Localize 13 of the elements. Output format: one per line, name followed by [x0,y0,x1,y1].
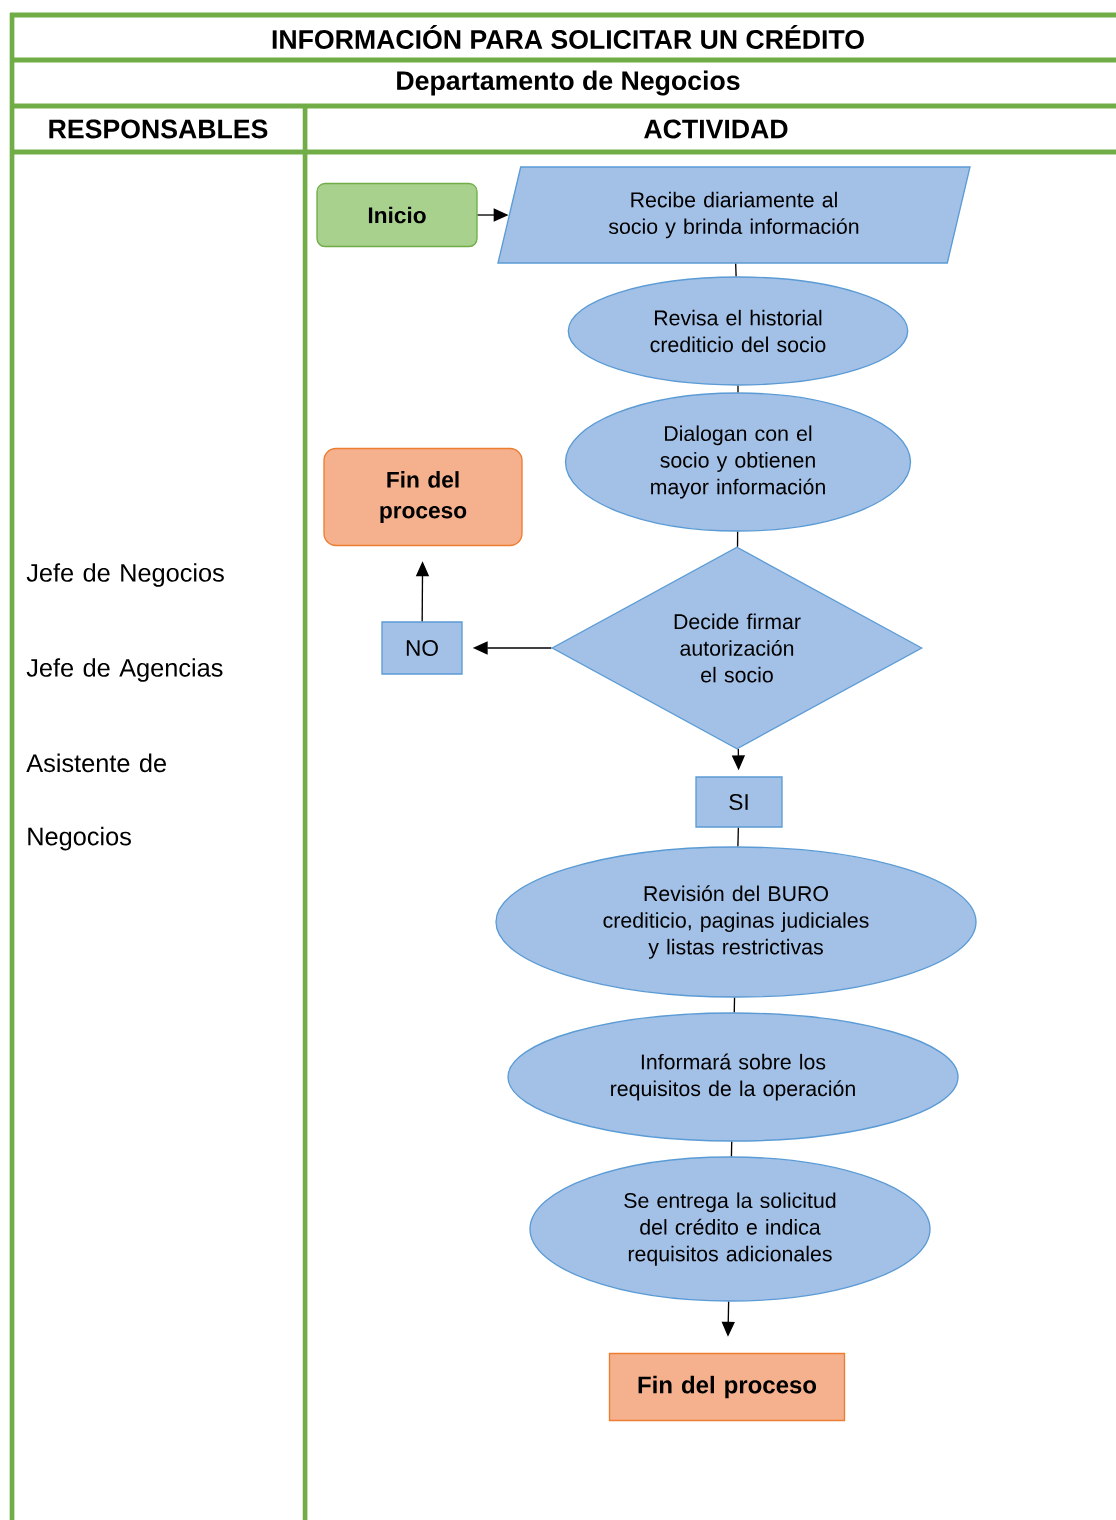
role-label: Jefe de Negocios [26,563,224,587]
end-box: Fin del proceso [323,447,523,547]
end-box: Fin del proceso [608,1352,846,1422]
answer-box: SI [695,776,783,828]
column-header: ACTIVIDAD [644,119,788,139]
table-title: INFORMACIÓN PARA SOLICITAR UN CRÉDITO [272,25,864,49]
role-label: Jefe de Agencias [26,658,223,682]
start-box: Inicio [316,182,478,248]
header-text: Departamento de Negocios [397,70,740,96]
column-header: RESPONSABLES [49,119,268,139]
input-parallelogram: Recibe diariamente al socio y brinda información [497,166,971,264]
role-label: Asistente de Negocios [26,753,166,851]
answer-box: NO [381,621,463,675]
